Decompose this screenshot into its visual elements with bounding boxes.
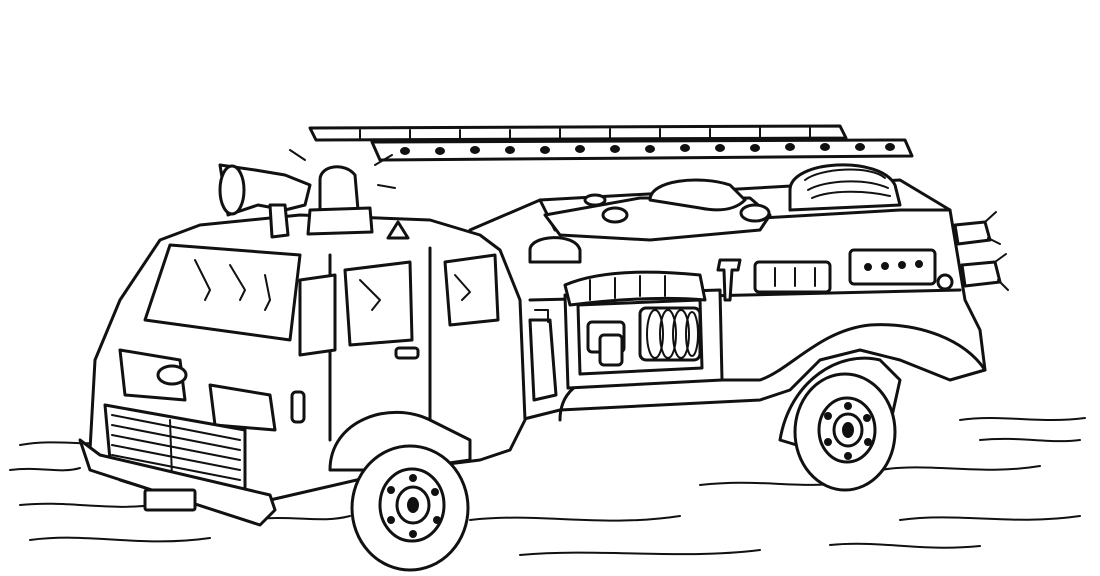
side-compartments — [499, 250, 952, 400]
ground-lines — [10, 418, 1085, 555]
ladder — [310, 126, 912, 160]
rear-connectors — [955, 212, 1008, 290]
top-equipment — [530, 165, 900, 262]
loudspeaker — [220, 165, 310, 237]
cab — [80, 215, 525, 525]
rear-wheel — [780, 358, 900, 490]
front-wheel — [330, 412, 470, 570]
beacon-light — [290, 150, 408, 238]
